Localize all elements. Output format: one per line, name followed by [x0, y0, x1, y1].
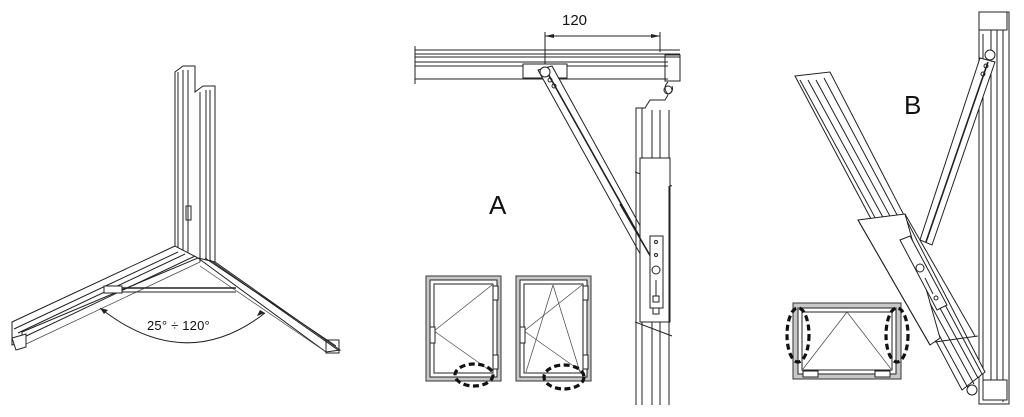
left-profile-arm	[11, 245, 201, 351]
dimension-label: 120	[562, 12, 588, 29]
view-a-label: A	[489, 190, 507, 220]
right-profile-arm	[197, 257, 342, 354]
friction-stay-bar	[103, 285, 236, 294]
view-a-drawing	[414, 32, 681, 405]
view-b-drawing	[794, 11, 1010, 405]
inset-tilt-turn-window	[515, 275, 592, 391]
vertical-profile	[174, 65, 216, 264]
inset-casement-window	[425, 275, 502, 388]
angle-range-label: 25° ÷ 120°	[147, 318, 210, 333]
inset-hopper-window	[785, 302, 910, 380]
view-b-label: B	[904, 90, 922, 120]
angle-indicator	[99, 307, 266, 344]
